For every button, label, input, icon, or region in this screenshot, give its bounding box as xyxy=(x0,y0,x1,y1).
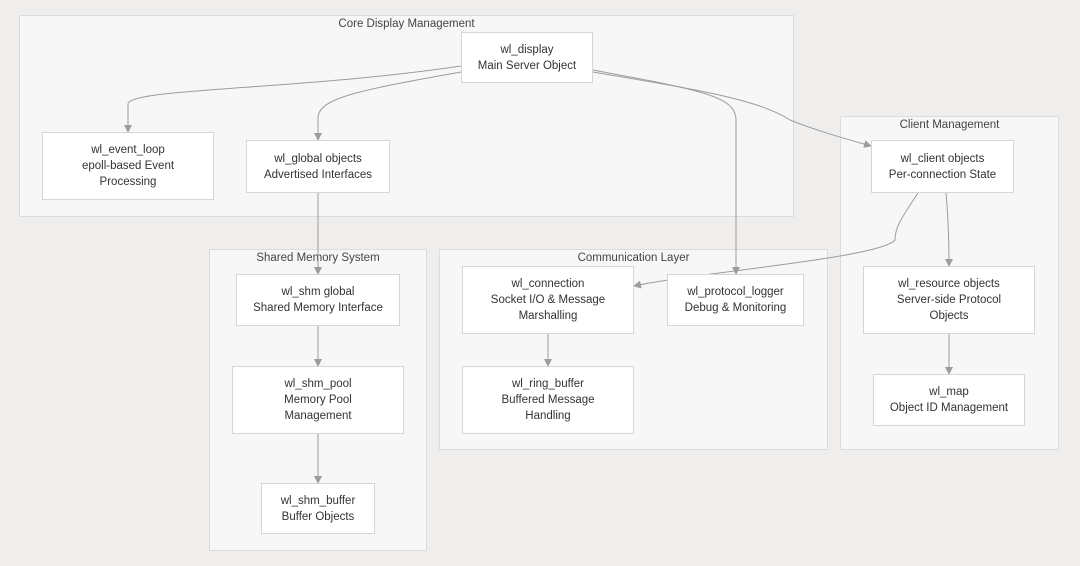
node-wl-ring-buffer[interactable]: wl_ring_buffer Buffered Message Handling xyxy=(462,366,634,434)
cluster-title: Client Management xyxy=(899,119,1000,131)
node-label: wl_shm global Shared Memory Interface xyxy=(253,286,383,314)
node-wl-display[interactable]: wl_display Main Server Object xyxy=(461,32,593,83)
node-label: wl_protocol_logger Debug & Monitoring xyxy=(684,286,787,314)
node-wl-shm-pool[interactable]: wl_shm_pool Memory Pool Management xyxy=(232,366,404,434)
node-label: wl_display Main Server Object xyxy=(477,43,577,72)
cluster-title: Shared Memory System xyxy=(256,252,380,264)
node-wl-shm-buffer[interactable]: wl_shm_buffer Buffer Objects xyxy=(261,483,375,534)
node-label: wl_shm_pool Memory Pool Management xyxy=(284,378,352,422)
node-wl-client-objects[interactable]: wl_client objects Per-connection State xyxy=(871,140,1014,193)
node-wl-connection[interactable]: wl_connection Socket I/O & Message Marsh… xyxy=(462,266,634,334)
cluster-title: Core Display Management xyxy=(338,18,475,30)
node-label: wl_shm_buffer Buffer Objects xyxy=(280,494,356,523)
node-wl-map[interactable]: wl_map Object ID Management xyxy=(873,374,1025,426)
node-label: wl_ring_buffer Buffered Message Handling xyxy=(501,378,595,422)
node-label: wl_resource objects Server-side Protocol… xyxy=(896,278,1002,322)
node-label: wl_global objects Advertised Interfaces xyxy=(263,152,373,181)
cluster-title: Communication Layer xyxy=(577,252,690,264)
node-wl-global-objects[interactable]: wl_global objects Advertised Interfaces xyxy=(246,140,390,193)
node-label: wl_connection Socket I/O & Message Marsh… xyxy=(490,278,606,322)
node-wl-shm-global[interactable]: wl_shm global Shared Memory Interface xyxy=(236,274,400,326)
node-wl-event-loop[interactable]: wl_event_loop epoll-based Event Processi… xyxy=(42,132,214,200)
node-label: wl_event_loop epoll-based Event Processi… xyxy=(81,144,175,188)
node-wl-resource-objects[interactable]: wl_resource objects Server-side Protocol… xyxy=(863,266,1035,334)
node-label: wl_client objects Per-connection State xyxy=(888,152,997,181)
node-label: wl_map Object ID Management xyxy=(889,386,1009,414)
node-wl-protocol-logger[interactable]: wl_protocol_logger Debug & Monitoring xyxy=(667,274,804,326)
